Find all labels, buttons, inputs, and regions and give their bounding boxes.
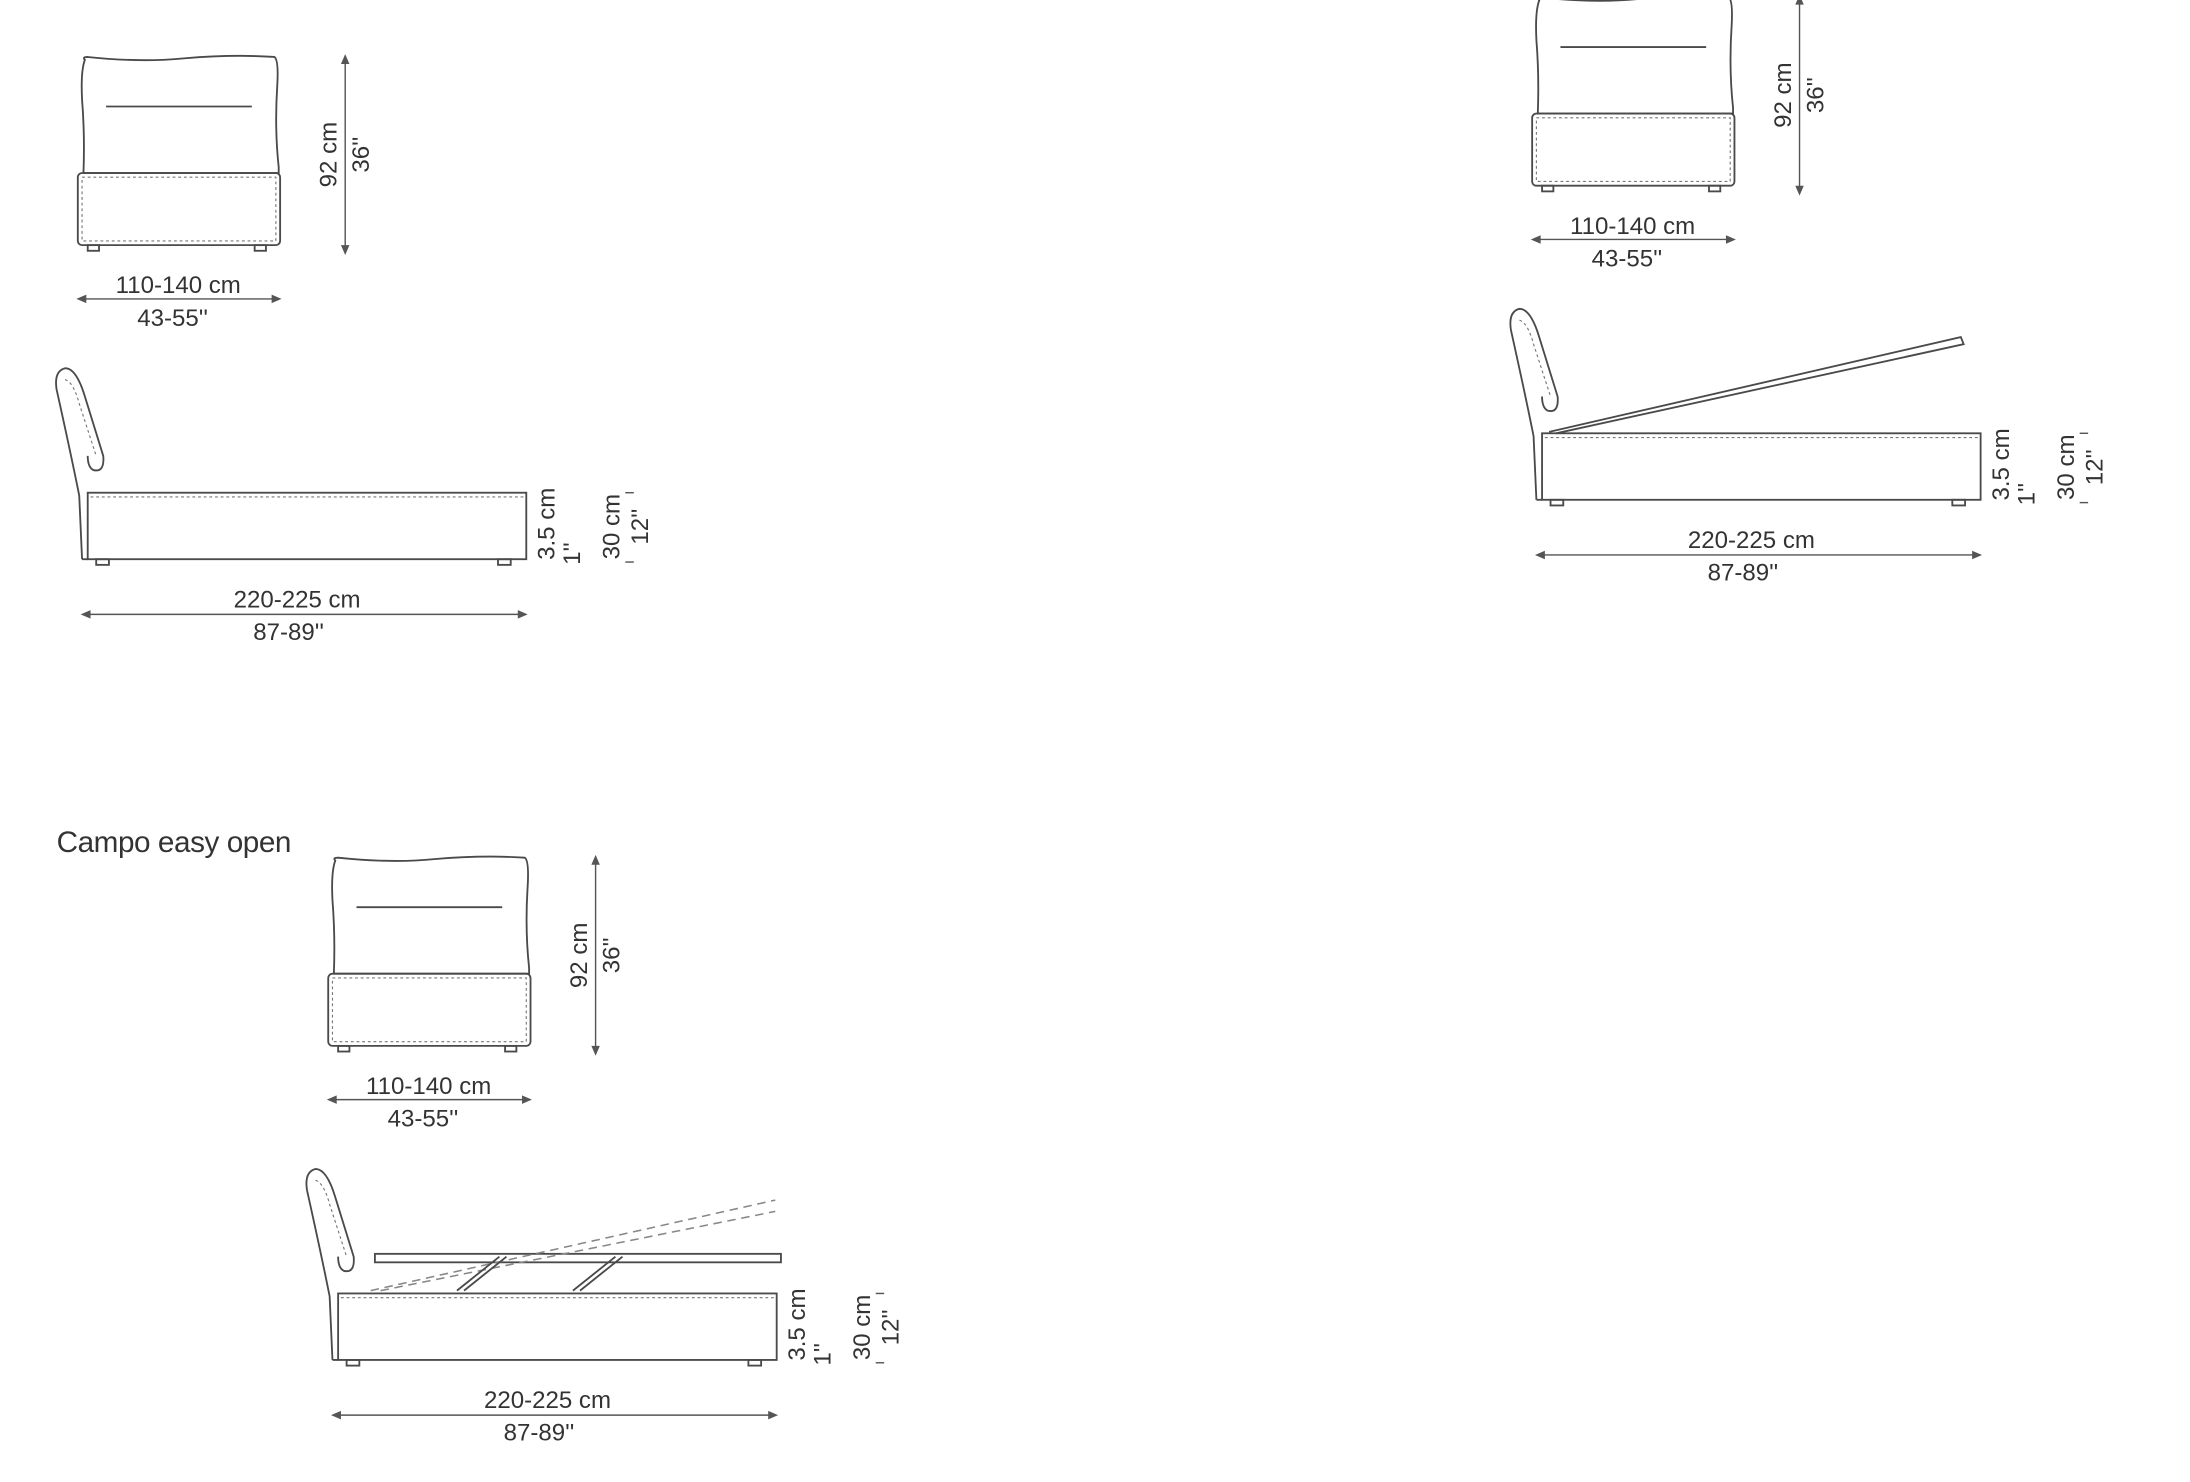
leg-height-cm: 3.5 cm xyxy=(1988,428,2015,500)
bed-drawing-lift-up: 92 cm 36'' 110-140 cm 43-55'' xyxy=(1509,0,2108,586)
front-width-dimension: 110-140 cm 43-55'' xyxy=(1530,213,1736,272)
base-height-in: 12'' xyxy=(877,1309,904,1345)
side-length-dimension: 220-225 cm 87-89'' xyxy=(331,1387,779,1447)
leg-height-in: 1'' xyxy=(809,1343,836,1366)
side-height-dimension: 3.5 cm 1'' 30 cm 12'' xyxy=(1988,428,2108,505)
length-in: 87-89'' xyxy=(1708,559,1779,586)
length-cm: 220-225 cm xyxy=(234,586,361,613)
leg-height-in: 1'' xyxy=(559,542,586,565)
base-height-in: 12'' xyxy=(2081,449,2108,485)
leg-height-in: 1'' xyxy=(2013,483,2040,506)
height-in: 36'' xyxy=(348,137,375,173)
side-length-dimension: 220-225 cm 87-89'' xyxy=(80,586,528,646)
width-in: 43-55'' xyxy=(137,305,208,332)
base-height-cm: 30 cm xyxy=(599,494,626,559)
front-view xyxy=(76,54,282,252)
base-height-in: 12'' xyxy=(627,509,654,545)
length-cm: 220-225 cm xyxy=(484,1387,611,1414)
base-height-cm: 30 cm xyxy=(2053,435,2080,500)
front-height-dimension: 92 cm 36'' xyxy=(1770,0,1830,196)
height-in: 36'' xyxy=(1803,77,1830,113)
side-height-dimension: 3.5 cm 1'' 30 cm 12'' xyxy=(784,1288,904,1365)
front-view xyxy=(1531,0,1736,193)
length-in: 87-89'' xyxy=(253,619,324,646)
width-cm: 110-140 cm xyxy=(1570,213,1695,240)
width-cm: 110-140 cm xyxy=(366,1073,491,1100)
base-height-cm: 30 cm xyxy=(849,1295,876,1360)
side-view xyxy=(1509,307,1982,507)
width-cm: 110-140 cm xyxy=(116,272,241,299)
front-height-dimension: 92 cm 36'' xyxy=(566,854,626,1056)
leg-height-cm: 3.5 cm xyxy=(534,488,561,560)
height-cm: 92 cm xyxy=(316,122,343,187)
height-cm: 92 cm xyxy=(566,923,593,988)
front-width-dimension: 110-140 cm 43-55'' xyxy=(76,272,282,332)
caption: Campo easy open xyxy=(57,826,292,859)
lifted-lid xyxy=(1548,336,1965,435)
width-in: 43-55'' xyxy=(1592,245,1663,272)
side-view xyxy=(305,1168,782,1367)
bed-drawing-easy-open: 92 cm 36'' 110-140 cm 43-55'' xyxy=(305,854,904,1447)
bed-drawing-standard: 92 cm 36'' 110-140 cm 43-55'' 3.5 cm xyxy=(55,54,654,646)
front-view xyxy=(327,855,532,1053)
height-cm: 92 cm xyxy=(1770,62,1797,127)
front-height-dimension: 92 cm 36'' xyxy=(316,54,375,256)
side-height-dimension: 3.5 cm 1'' 30 cm 12'' xyxy=(534,488,654,565)
height-in: 36'' xyxy=(599,937,626,973)
easy-open-lid xyxy=(370,1199,782,1292)
width-in: 43-55'' xyxy=(388,1106,459,1133)
front-width-dimension: 110-140 cm 43-55'' xyxy=(326,1073,532,1133)
side-view xyxy=(55,367,528,566)
length-cm: 220-225 cm xyxy=(1688,527,1815,554)
leg-height-cm: 3.5 cm xyxy=(784,1288,811,1360)
side-length-dimension: 220-225 cm 87-89'' xyxy=(1534,527,1983,586)
length-in: 87-89'' xyxy=(504,1420,575,1447)
